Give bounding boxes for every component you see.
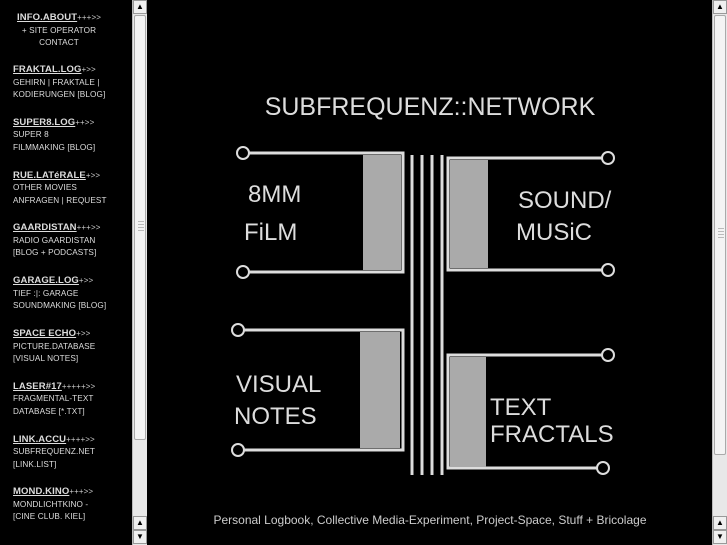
sidebar-item-link[interactable]: RUE.LATéRALE: [13, 169, 86, 181]
scroll-down-button[interactable]: ▼: [133, 530, 147, 544]
sidebar-item-7[interactable]: LASER#17+++++>> FRAGMENTAL-TEXT DATABASE […: [13, 381, 131, 419]
sidebar-item-link[interactable]: GAARDISTAN: [13, 222, 77, 234]
sidebar-item-desc: RADIO GAARDISTAN: [13, 235, 96, 245]
sidebar-item-desc: MONDLICHTKINO -: [13, 499, 89, 509]
sidebar-item-suffix: +++>>: [76, 223, 101, 233]
sidebar-item-desc: [CINE CLUB. KIEL]: [13, 512, 86, 522]
sidebar-item-desc: [VISUAL NOTES]: [13, 354, 79, 363]
sidebar-item-desc: ANFRAGEN | REQUEST: [13, 195, 107, 205]
sidebar-item-desc: SUPER 8: [13, 130, 49, 140]
sidebar-item-3[interactable]: RUE.LATéRALE+>> OTHER MOVIES ANFRAGEN | RE…: [13, 170, 131, 208]
sidebar-item-8[interactable]: LINK.ACCU++++>> SUBFREQUENZ.NET [LINK.LIST…: [13, 434, 131, 472]
sidebar-item-link[interactable]: LASER#17: [13, 380, 62, 392]
quadrant-label: FiLM: [244, 219, 297, 246]
sidebar-item-suffix: ++++>>: [66, 434, 95, 444]
sidebar-item-suffix: +>>: [81, 65, 96, 74]
sidebar-item-link[interactable]: MOND.KINO: [13, 486, 70, 498]
scroll-up-button[interactable]: ▲: [133, 516, 147, 530]
quadrant-label: SOUND/: [518, 187, 612, 214]
sidebar-item-0[interactable]: INFO.ABOUT+++>> + SITE OPERATOR CONTACT: [0, 12, 118, 50]
scroll-up-button[interactable]: ▲: [713, 0, 727, 14]
sidebar-item-desc: CONTACT: [39, 38, 79, 47]
sidebar-item-suffix: +>>: [78, 276, 94, 286]
sidebar-item-suffix: +>>: [85, 170, 101, 180]
sidebar-item-desc: FILMMAKING [BLOG]: [13, 142, 96, 152]
sidebar-item-2[interactable]: SUPER8.LOG++>> SUPER 8 FILMMAKING [BLOG]: [13, 117, 131, 155]
sidebar-item-desc: SUBFREQUENZ.NET: [13, 447, 96, 457]
sidebar-item-desc: [LINK.LIST]: [13, 459, 57, 469]
scroll-thumb[interactable]: [714, 15, 726, 455]
sidebar-item-desc: [BLOG + PODCASTS]: [13, 248, 97, 258]
sidebar-item-desc: TIEF :|: GARAGE: [13, 288, 79, 298]
sidebar-scrollbar[interactable]: ▲ ▲ ▼: [132, 0, 147, 545]
sidebar-item-desc: DATABASE [*.TXT]: [13, 406, 85, 416]
sidebar-item-desc: OTHER MOVIES: [13, 183, 77, 193]
sidebar-item-desc: FRAGMENTAL-TEXT: [13, 394, 94, 404]
sidebar-item-suffix: +++>>: [77, 13, 101, 22]
scroll-up-button[interactable]: ▲: [713, 516, 727, 530]
sidebar-item-suffix: +++>>: [69, 487, 94, 497]
sidebar-item-desc: GEHIRN | FRAKTALE |: [13, 77, 100, 87]
sidebar-item-9[interactable]: MOND.KINO+++>> MONDLICHTKINO - [CINE CLUB.…: [13, 486, 131, 524]
sidebar-item-link[interactable]: SUPER8.LOG: [13, 116, 76, 128]
sidebar-item-desc: SOUNDMAKING [BLOG]: [13, 301, 107, 311]
sidebar-item-link[interactable]: INFO.ABOUT: [17, 12, 78, 23]
sidebar-item-suffix: +++++>>: [61, 381, 96, 391]
scroll-down-button[interactable]: ▼: [713, 530, 727, 544]
quadrant-label: NOTES: [234, 403, 317, 430]
sidebar-item-desc: + SITE OPERATOR: [21, 25, 97, 35]
sidebar-item-4[interactable]: GAARDISTAN+++>> RADIO GAARDISTAN [BLOG + P…: [13, 222, 131, 260]
quadrant-label: VISUAL: [236, 371, 321, 398]
quadrant-label: MUSiC: [516, 219, 592, 246]
quadrant-label: FRACTALS: [490, 421, 614, 448]
sidebar-item-5[interactable]: GARAGE.LOG+>> TIEF :|: GARAGE SOUNDMAKING …: [13, 275, 131, 313]
sidebar-item-suffix: +>>: [76, 329, 91, 338]
sidebar-item-desc: PICTURE.DATABASE: [13, 341, 96, 351]
sidebar-item-1[interactable]: FRAKTAL.LOG+>> GEHIRN | FRAKTALE | KODIERU…: [13, 64, 131, 102]
sidebar-item-6[interactable]: SPACE ECHO+>> PICTURE.DATABASE [VISUAL NOT…: [13, 328, 131, 366]
logo-title: SUBFREQUENZ::NETWORK: [265, 93, 596, 121]
site-caption: Personal Logbook, Collective Media-Exper…: [213, 513, 647, 527]
scroll-thumb[interactable]: [134, 15, 146, 440]
sidebar-item-link[interactable]: SPACE ECHO: [13, 328, 77, 339]
quadrant-label: TEXT: [490, 394, 552, 421]
sidebar-item-link[interactable]: LINK.ACCU: [13, 433, 67, 445]
sidebar-item-link[interactable]: FRAKTAL.LOG: [13, 64, 82, 75]
sidebar-item-suffix: ++>>: [75, 117, 95, 127]
sidebar-item-link[interactable]: GARAGE.LOG: [13, 275, 79, 287]
sidebar-item-desc: KODIERUNGEN [BLOG]: [13, 90, 106, 99]
quadrant-label: 8MM: [248, 181, 301, 208]
scroll-up-button[interactable]: ▲: [133, 0, 147, 14]
page-scrollbar[interactable]: ▲ ▲ ▼: [712, 0, 727, 545]
